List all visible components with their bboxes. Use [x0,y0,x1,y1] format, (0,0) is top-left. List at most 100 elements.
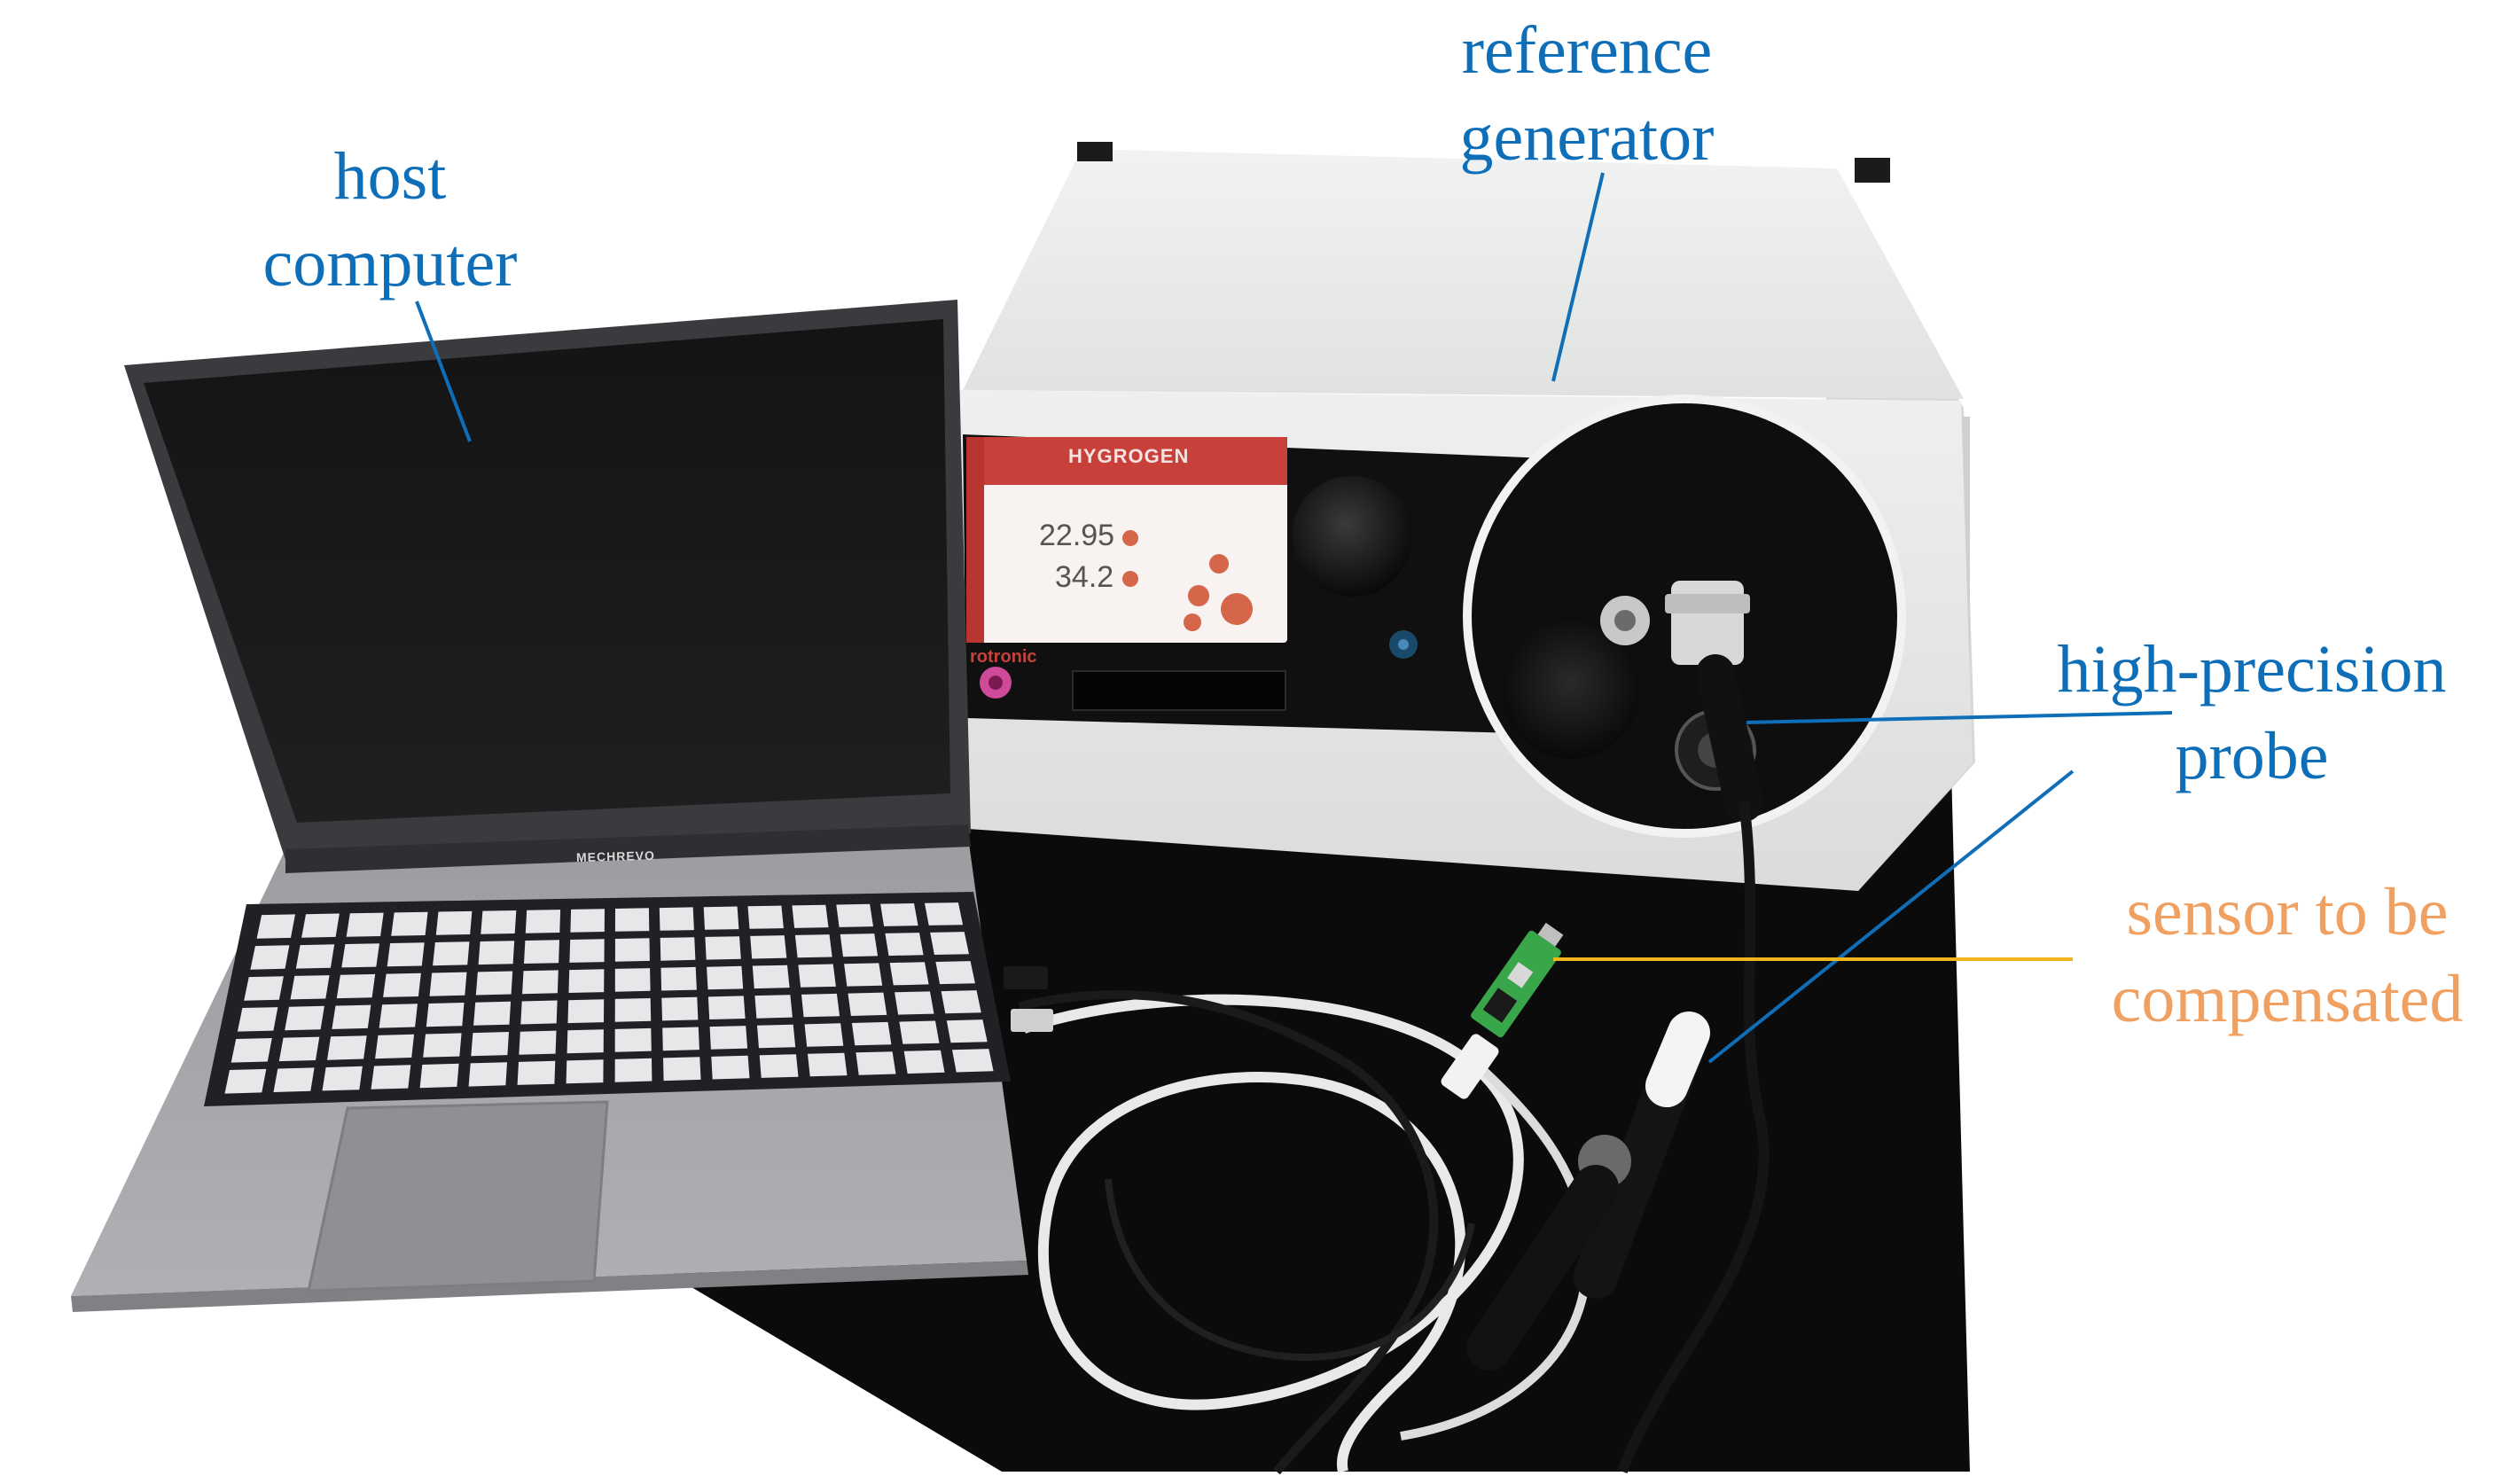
display-button [1122,530,1138,546]
keyboard-key [836,903,873,927]
generator-foot [1855,158,1890,183]
keyboard-key [423,1033,462,1058]
display-humidity: 34.2 [1055,560,1114,594]
keyboard-key [290,975,330,1000]
keyboard-key [804,1023,844,1047]
keyboard-key [707,965,744,990]
keyboard-key [570,909,605,933]
host-computer-label-line: computer [262,226,518,301]
high-precision-probe-label-line: probe [2175,719,2329,793]
keyboard-key [375,1034,415,1059]
keyboard-key [391,911,428,936]
sensor-to-be-compensated-label-line: sensor to be [2126,875,2449,949]
sensor-to-be-compensated-label-line: compensated [2111,962,2464,1036]
display-left-bar [966,437,984,643]
keyboard-key [426,1003,465,1027]
keyboard-key [895,991,934,1015]
laptop-base-front-edge [71,1261,1028,1312]
keyboard-key [237,1007,278,1032]
display-button [1209,554,1229,574]
keyboard-key [798,964,836,988]
keyboard-key [703,906,739,930]
keyboard-key [848,992,887,1016]
host-computer-label: host computer [222,133,559,307]
keyboard-key [952,1049,994,1073]
laptop-screen [144,319,950,823]
keyboard-key [750,935,787,959]
high-precision-probe-leader [1746,711,2173,724]
high-precision-probe-label-line: high-precision [2057,632,2447,707]
keyboard-key [660,937,696,961]
keyboard-key [567,999,605,1024]
keyboard-key [925,902,964,926]
power-button-center [988,676,1003,690]
probe-gland-nut [1665,594,1750,613]
keyboard-key [659,907,694,931]
display-button [1188,585,1209,606]
sensor-board [1471,922,1564,1038]
keyboard-key [660,966,697,991]
keyboard-key [801,993,840,1018]
keyboard-key [614,1058,652,1082]
keyboard-key [711,1055,750,1080]
display-temperature: 22.95 [1039,519,1115,552]
usb-plug-grey [1011,1009,1053,1032]
keyboard-key [524,940,559,964]
card-slot [1072,670,1286,711]
keyboard-key [930,932,969,955]
keyboard-key [754,995,793,1019]
sensor-probe-handle [1466,1165,1619,1371]
keyboard-key [250,945,290,970]
keyboard-key [520,1000,558,1025]
keyboard-key [792,904,829,928]
keyboard-key [614,908,650,932]
probe-to-sensor-leader [1707,769,2075,1064]
display-logo-text: HYGROGEN [1068,445,1190,467]
keyboard-key [244,976,284,1001]
keyboard-key [419,1063,459,1089]
keyboard-key [880,903,918,926]
keyboard-key [332,1004,371,1029]
chamber-hole [1502,621,1640,759]
laptop-touchpad [307,1100,609,1293]
generator-top [963,149,1964,399]
keyboard-key [856,1051,896,1075]
keyboard-key [468,1062,507,1087]
keyboard-key [759,1054,799,1078]
display-button [1184,613,1201,631]
laptop-brand: MECHREVO [575,847,656,865]
keyboard-key [566,1029,604,1054]
keyboard-key [889,962,929,986]
keyboard-key [336,973,376,999]
laptop-hinge [285,824,971,873]
keyboard-key [935,961,975,985]
generator-brand: rotronic [970,647,1037,667]
reference-generator-label-line: generator [1459,100,1715,175]
usb-cable-black [1105,1178,1475,1362]
laptop-keys [224,902,994,1094]
reference-generator-leader [1551,172,1605,382]
chamber-port-center [1614,610,1636,631]
host-computer-leader [415,301,472,442]
keyboard-key [851,1021,892,1046]
keyboard-key [517,1060,556,1085]
keyboard-key [475,971,513,996]
keyboard-key [327,1035,367,1060]
keyboard-key [273,1067,315,1092]
keyboard-key [471,1032,509,1057]
display-header-bar [966,437,1287,485]
keyboard-key [473,1001,512,1026]
keyboard-key [301,913,340,938]
keyboard-key [709,1026,748,1050]
display-button [1221,593,1253,625]
keyboard-key [322,1066,363,1091]
keyboard-key [522,970,559,995]
host-computer-label-line: host [333,139,447,214]
usb-plug-black [1004,966,1048,989]
keyboard-key [840,933,879,957]
keyboard-key [705,936,741,960]
keyboard-key [569,939,605,963]
sensor-probe-tip [1645,1011,1710,1107]
